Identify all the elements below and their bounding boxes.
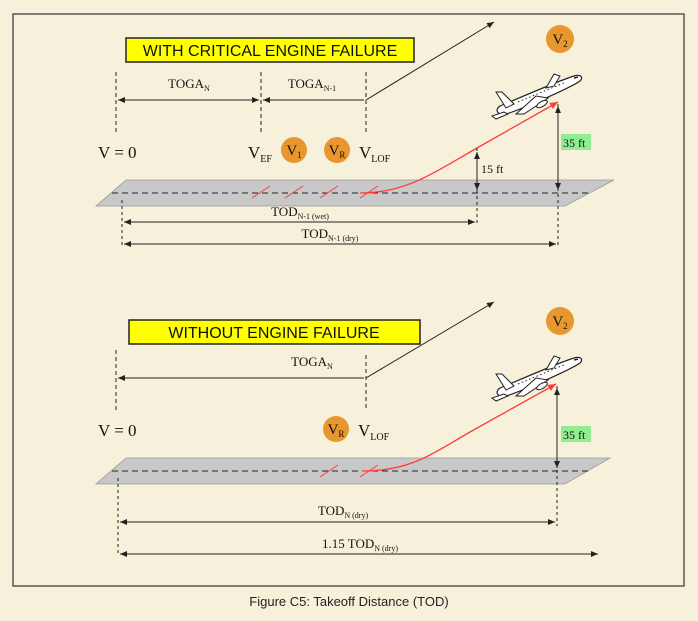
section-title: WITHOUT ENGINE FAILURE <box>168 325 379 342</box>
toga-n-label: TOGAN <box>291 354 333 371</box>
v1-label: V1 <box>286 143 301 160</box>
vr-circle <box>323 416 349 442</box>
section-title: WITH CRITICAL ENGINE FAILURE <box>143 43 398 60</box>
ground-roll-ticks <box>251 185 379 199</box>
35ft-badge <box>561 426 591 442</box>
vr-circle <box>324 137 350 163</box>
35ft-label: 35 ft <box>563 428 586 442</box>
toga-n1-label: TOGAN-1 <box>288 76 336 93</box>
tod-dry-label: TODN-1 (dry) <box>302 226 359 243</box>
v-zero-label: V = 0 <box>98 143 137 162</box>
title-box <box>128 319 421 345</box>
climb-path-arrow <box>365 21 495 101</box>
v2-label: V2 <box>552 314 567 331</box>
tod-dry-label: TODN (dry) <box>318 503 369 520</box>
v2-circle <box>546 307 574 335</box>
top-panel: WITH CRITICAL ENGINE FAILURE TOGAN TOGAN… <box>94 21 615 248</box>
vlof-label: VLOF <box>358 421 390 443</box>
35ft-badge <box>561 134 591 150</box>
35ft-label: 35 ft <box>563 136 586 150</box>
climb-path-arrow <box>365 301 495 379</box>
v1-circle <box>281 137 307 163</box>
vr-label: VR <box>329 143 346 160</box>
bottom-panel: WITHOUT ENGINE FAILURE TOGAN V = 0 VR VL… <box>94 301 612 557</box>
v-zero-label: V = 0 <box>98 421 137 440</box>
title-box <box>125 37 415 63</box>
flight-path <box>361 383 557 472</box>
vlof-label: VLOF <box>359 143 391 165</box>
flight-path <box>359 101 559 194</box>
tod-wet-label: TODN-1 (wet) <box>271 204 329 221</box>
figure-frame <box>12 13 685 587</box>
toga-n-label: TOGAN <box>168 76 210 93</box>
v2-label: V2 <box>552 32 567 49</box>
vr-label: VR <box>328 422 345 439</box>
vef-label: VEF <box>248 143 272 165</box>
15ft-label: 15 ft <box>481 162 504 176</box>
figure-caption: Figure C5: Takeoff Distance (TOD) <box>249 594 449 609</box>
airplane-icon <box>491 73 583 120</box>
tod-115-label: 1.15 TODN (dry) <box>322 536 398 553</box>
v2-circle <box>546 25 574 53</box>
